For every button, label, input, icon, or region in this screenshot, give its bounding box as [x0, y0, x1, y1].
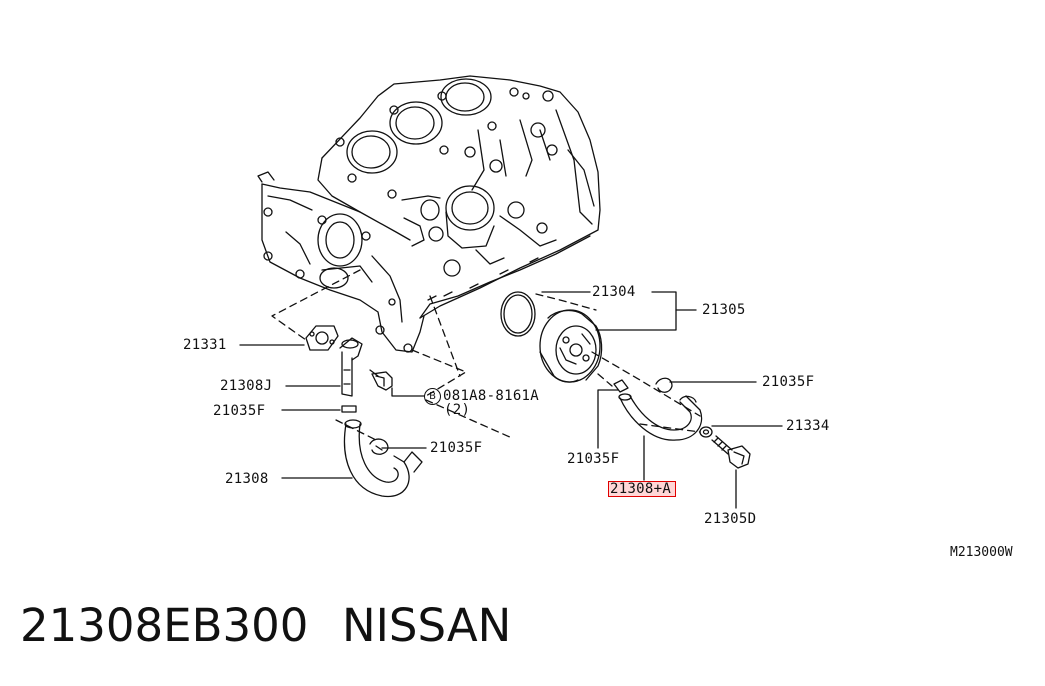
clip-21035F-middle-drawing: [369, 438, 389, 455]
label-21308: 21308: [225, 471, 269, 487]
diagram-reference-code: M213000W: [950, 545, 1013, 560]
label-21334: 21334: [786, 418, 830, 434]
connector-21308J-drawing: [339, 337, 363, 397]
oil-cooler-21305-drawing: [539, 309, 603, 383]
gasket-21331-drawing: [305, 325, 339, 351]
hose-21308-drawing: [343, 419, 423, 498]
engine-block-drawing: [257, 75, 601, 353]
label-21035F-left: 21035F: [213, 403, 266, 419]
label-21308A: 21308+A: [610, 481, 672, 497]
footer-brand: NISSAN: [342, 599, 512, 652]
circle-b-symbol: B: [424, 388, 441, 405]
label-21035F-right-low: 21035F: [567, 451, 620, 467]
leader-lines: [239, 291, 783, 509]
clip-21035F-right-top-drawing: [655, 377, 673, 393]
highlight-box-21308A: [608, 481, 676, 497]
oring-21304-drawing: [500, 291, 536, 337]
hose-21308A-drawing: [618, 393, 703, 441]
bolt-drawing: [369, 369, 393, 391]
footer-part-number: 21308EB300: [20, 599, 309, 652]
assembly-dashed-outline: [271, 269, 701, 441]
label-21331: 21331: [183, 337, 227, 353]
clip-21035F-left-drawing: [341, 405, 357, 413]
label-bolt-qty: (2): [444, 402, 471, 418]
label-21035F-middle: 21035F: [430, 440, 483, 456]
bolt-21305D-drawing: [711, 435, 751, 469]
label-21305: 21305: [702, 302, 746, 318]
washer-21334-drawing: [699, 426, 713, 438]
label-21035F-right-top: 21035F: [762, 374, 815, 390]
label-21304: 21304: [592, 284, 636, 300]
label-bolt-code: 081A8-8161A: [443, 388, 540, 404]
clip-21035F-right-low-drawing: [613, 379, 629, 393]
label-21308J: 21308J: [220, 378, 273, 394]
label-21305D: 21305D: [704, 511, 757, 527]
